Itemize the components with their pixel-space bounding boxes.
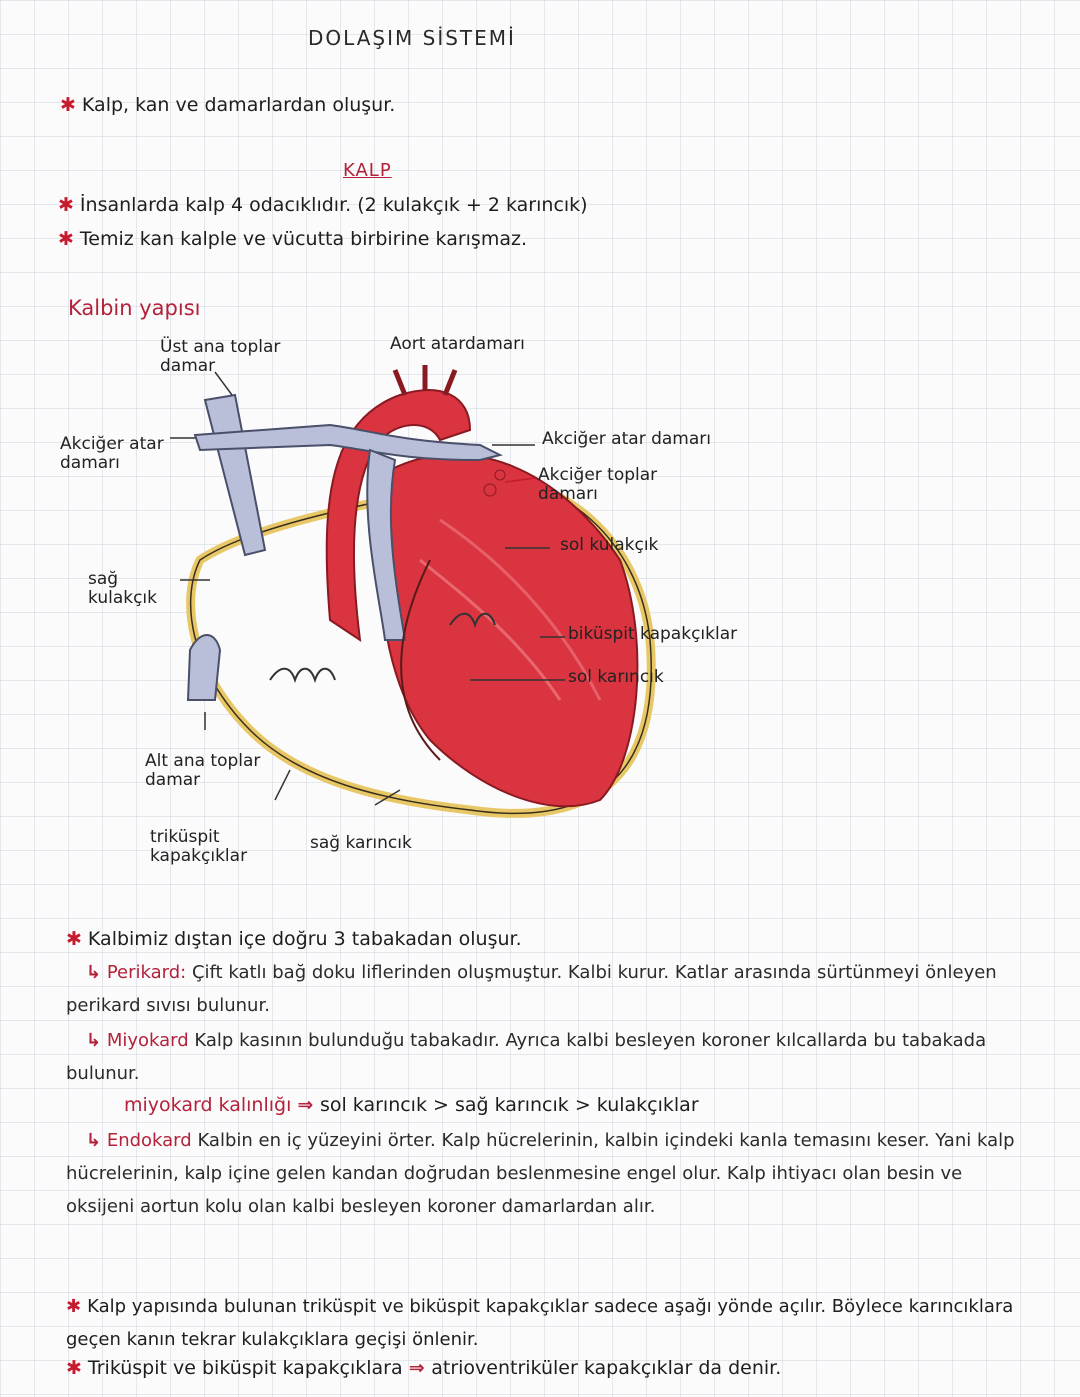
structure-heading: Kalbin yapısı bbox=[68, 296, 201, 320]
miyokard-paragraph: ↳ Miyokard Kalp kasının bulunduğu tabaka… bbox=[66, 1024, 1016, 1090]
arrow-right-icon: ⇒ bbox=[297, 1094, 320, 1116]
perikard-text: Çift katlı bağ doku liflerinden oluşmuşt… bbox=[66, 962, 997, 1016]
layers-intro-text: Kalbimiz dıştan içe doğru 3 tabakadan ol… bbox=[87, 928, 522, 950]
label-sag-karincik: sağ karıncık bbox=[310, 833, 412, 853]
intro-text: Kalp, kan ve damarlardan oluşur. bbox=[81, 94, 396, 116]
intro-line: ✱Kalp, kan ve damarlardan oluşur. bbox=[60, 94, 395, 116]
arrow-right-icon: ⇒ bbox=[408, 1357, 432, 1379]
page-title: DOLAŞIM SİSTEMİ bbox=[308, 26, 516, 50]
sub-arrow-icon: ↳ bbox=[86, 962, 102, 983]
asterisk-icon: ✱ bbox=[58, 194, 74, 216]
heart-diagram bbox=[170, 365, 656, 818]
layers-intro: ✱Kalbimiz dıştan içe doğru 3 tabakadan o… bbox=[66, 928, 522, 950]
asterisk-icon: ✱ bbox=[66, 928, 82, 950]
label-aort: Aort atardamarı bbox=[390, 334, 525, 354]
label-trikuspit: triküspit kapakçıklar bbox=[150, 827, 248, 866]
perikard-paragraph: ↳ Perikard: Çift katlı bağ doku liflerin… bbox=[66, 956, 1016, 1022]
bicuspid-valve bbox=[449, 612, 496, 629]
perikard-term: Perikard: bbox=[106, 962, 187, 983]
miyokard-text: Kalp kasının bulunduğu tabakadır. Ayrıca… bbox=[66, 1030, 987, 1084]
label-akciger-toplardamari: Akciğer toplar damarı bbox=[538, 465, 658, 504]
endokard-text: Kalbin en iç yüzeyini örter. Kalp hücrel… bbox=[66, 1130, 1015, 1217]
label-sol-karincik: sol karıncık bbox=[568, 667, 664, 687]
miyokard-term: Miyokard bbox=[106, 1030, 189, 1051]
label-akciger-atardamari-right: Akciğer atar damarı bbox=[542, 429, 711, 449]
label-akciger-atardamari-left: Akciğer atar damarı bbox=[60, 434, 164, 473]
endokard-paragraph: ↳ Endokard Kalbin en iç yüzeyini örter. … bbox=[66, 1124, 1016, 1223]
inferior-vena-cava bbox=[186, 634, 222, 701]
label-ust-ana-toplardamar: Üst ana toplar damar bbox=[160, 337, 281, 376]
pulmonary-vein bbox=[483, 483, 497, 497]
label-bikuspit: biküspit kapakçıklar bbox=[568, 624, 738, 644]
label-alt-ana-toplardamar: Alt ana toplar damar bbox=[145, 751, 261, 790]
kalp-point-2-text: Temiz kan kalple ve vücutta birbirine ka… bbox=[79, 228, 527, 250]
label-sag-kulakcik: sağ kulakçık bbox=[88, 569, 157, 608]
asterisk-icon: ✱ bbox=[58, 228, 74, 250]
valves-text-2a: Triküspit ve biküspit kapakçıklara bbox=[87, 1357, 403, 1379]
kalp-heading: KALP bbox=[343, 160, 392, 181]
miyokard-thickness-term: miyokard kalınlığı bbox=[124, 1094, 292, 1116]
asterisk-icon: ✱ bbox=[60, 94, 76, 116]
left-ventricle bbox=[379, 453, 639, 808]
kalp-point-1: ✱İnsanlarda kalp 4 odacıklıdır. (2 kulak… bbox=[58, 194, 588, 216]
sub-arrow-icon: ↳ bbox=[86, 1130, 102, 1151]
valves-paragraph-1: ✱Kalp yapısında bulunan triküspit ve bik… bbox=[66, 1290, 1016, 1356]
miyokard-thickness-text: sol karıncık > sağ karıncık > kulakçıkla… bbox=[319, 1094, 699, 1116]
valves-paragraph-2: ✱Triküspit ve biküspit kapakçıklara ⇒ at… bbox=[66, 1357, 781, 1379]
kalp-point-2: ✱Temiz kan kalple ve vücutta birbirine k… bbox=[58, 228, 527, 250]
sub-arrow-icon: ↳ bbox=[86, 1030, 102, 1051]
kalp-point-1-text: İnsanlarda kalp 4 odacıklıdır. (2 kulakç… bbox=[79, 194, 588, 216]
superior-vena-cava bbox=[203, 393, 267, 557]
label-sol-kulakcik: sol kulakçık bbox=[560, 535, 659, 555]
endokard-term: Endokard bbox=[106, 1130, 192, 1151]
valves-text-1: Kalp yapısında bulunan triküspit ve bikü… bbox=[66, 1296, 1014, 1350]
valves-text-2b: atrioventriküler kapakçıklar da denir. bbox=[431, 1357, 782, 1379]
aorta bbox=[325, 389, 472, 643]
pulmonary-artery bbox=[193, 423, 503, 462]
asterisk-icon: ✱ bbox=[66, 1296, 82, 1317]
tricuspid-valve bbox=[269, 667, 336, 684]
miyokard-thickness: miyokard kalınlığı ⇒ sol karıncık > sağ … bbox=[124, 1094, 699, 1116]
asterisk-icon: ✱ bbox=[66, 1357, 82, 1379]
